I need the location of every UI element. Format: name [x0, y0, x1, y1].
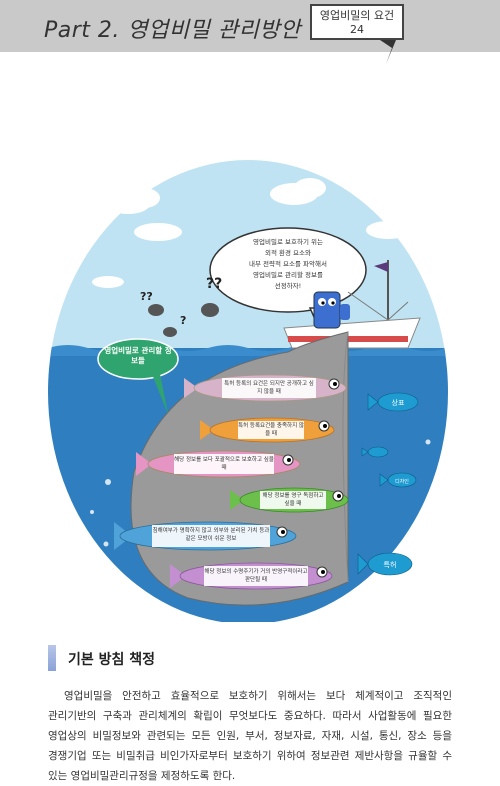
badge-label: 영업비밀의 요건 [319, 9, 395, 22]
bubbles [90, 439, 431, 547]
badge-tail-icon [380, 40, 396, 64]
fish-2 [200, 417, 335, 443]
question-mark: ? [180, 314, 186, 327]
fish-icon [357, 392, 419, 576]
fish-5 [114, 521, 297, 551]
fish-6 [170, 562, 333, 590]
illustration: 영업비밀로 보호하기 위는 외적 환경 요소와 내부 전략적 요소를 파악해서 … [48, 160, 448, 622]
question-mark: ?? [140, 290, 153, 303]
section-badge: 영업비밀의 요건 24 [310, 4, 404, 40]
bubble-line-4: 영업비밀로 관리할 정보를 [253, 270, 323, 279]
callout-text: 영업비밀로 관리할 정보들 [104, 346, 172, 365]
section-heading: 기본 방침 책정 [48, 645, 448, 671]
fish-label-1: 특허 등록의 요건은 되지만 공개하고 싶지 않을 때 [224, 381, 314, 395]
chapter-title: Part 2. 영업비밀 관리방안 [44, 18, 301, 43]
fish-label-3: 해당 정보를 보다 포괄적으로 보호하고 싶을 때 [174, 457, 274, 471]
fish-1 [184, 374, 347, 402]
sea-label-patent: 특허 [384, 560, 397, 569]
page-header: Part 2. 영업비밀 관리방안 영업비밀의 요건 24 [0, 0, 500, 64]
fish-4 [230, 487, 349, 513]
sea-label-trademark: 상표 [392, 398, 405, 407]
fish-3 [136, 450, 301, 478]
rock-icon [148, 303, 219, 337]
heading-bar [48, 645, 56, 671]
fish-label-5: 침해여부가 명확하지 않고 외부와 분리된 가치 등과 같은 모방이 쉬운 정보 [152, 528, 270, 542]
question-mark: ?? [206, 276, 222, 292]
heading-text: 기본 방침 책정 [68, 652, 156, 668]
body-paragraph: 영업비밀을 안전하고 효율적으로 보호하기 위해서는 보다 체계적이고 조직적인… [48, 690, 452, 782]
fish-label-4: 해당 정보를 영구 독점하고 싶을 때 [262, 493, 324, 507]
bubble-line-3: 내부 전략적 요소를 파악해서 [249, 259, 327, 268]
bubble-line-1: 영업비밀로 보호하기 위는 [253, 237, 323, 246]
badge-page-number: 24 [350, 23, 364, 36]
bubble-line-5: 선정하자! [275, 281, 302, 290]
fish-label-2: 특허 등록요건을 충족하지 않을 때 [238, 423, 304, 437]
sea-label-design: 디자인 [395, 478, 409, 485]
callout-balloon: 영업비밀로 관리할 정보들 [97, 338, 179, 414]
fish-label-6: 해당 정보의 수명주기가 거의 반영구적이라고 판단될 때 [204, 569, 308, 583]
bubble-line-2: 외적 환경 요소와 [265, 248, 311, 257]
